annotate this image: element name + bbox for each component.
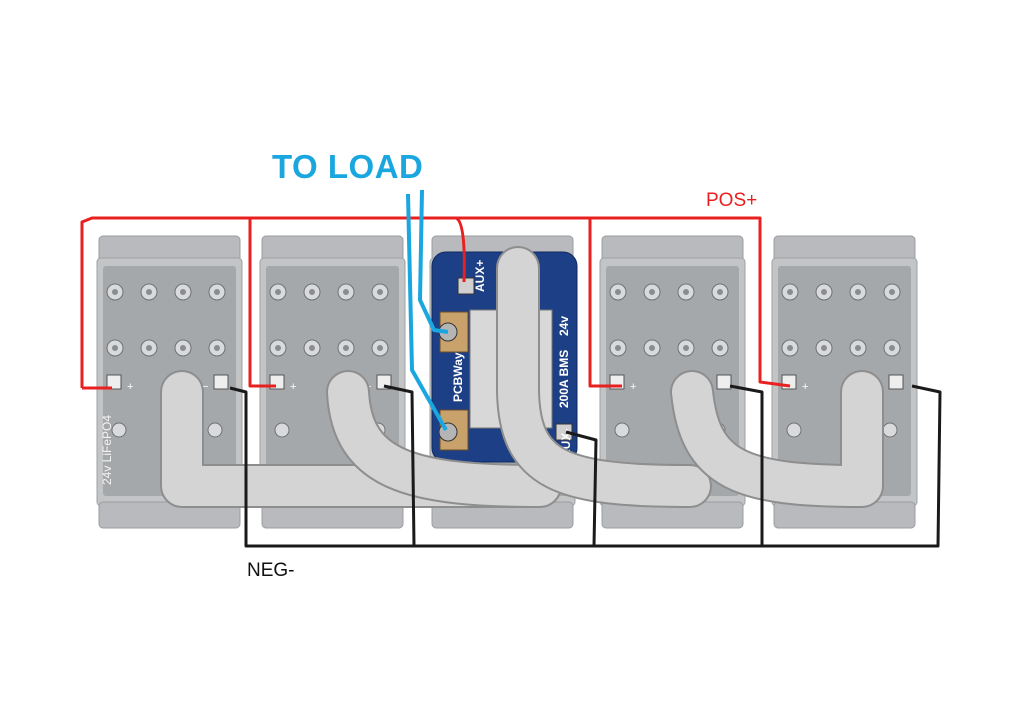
positive-bus-wire — [80, 216, 791, 388]
bolt — [786, 422, 802, 438]
bolt-center — [855, 289, 861, 295]
bolt-center — [275, 289, 281, 295]
bolt-center — [377, 289, 383, 295]
bolt-center — [821, 289, 827, 295]
pos-label: POS+ — [706, 190, 758, 211]
bolt-center — [180, 345, 186, 351]
negative-bus-wire — [229, 384, 942, 548]
bolt-center — [683, 345, 689, 351]
bolt-center — [146, 345, 152, 351]
flex-cable — [672, 372, 882, 506]
flex-cable — [328, 372, 560, 506]
positive-terminal-pad — [888, 374, 904, 390]
plus-sign: + — [630, 381, 636, 393]
bms-brand-text: PCBWay — [451, 352, 465, 402]
bolt-center — [855, 345, 861, 351]
bolt-center — [889, 289, 895, 295]
aux-minus-wire — [565, 430, 598, 547]
plus-sign: + — [127, 381, 133, 393]
plus-sign: + — [802, 381, 808, 393]
flex-cables — [160, 246, 884, 508]
bolt — [614, 422, 630, 438]
load-wire — [418, 189, 449, 334]
aux-plus-terminal — [457, 277, 475, 295]
bolt-center — [889, 345, 895, 351]
bolt-center — [787, 345, 793, 351]
bolt-center — [615, 289, 621, 295]
bolt-center — [214, 289, 220, 295]
bolt-center — [343, 345, 349, 351]
bms-rating-text: 200A BMS — [557, 350, 571, 408]
positive-drop-wire — [248, 218, 276, 388]
bolt-center — [112, 345, 118, 351]
bolt-center — [649, 289, 655, 295]
negative-terminal-pad — [106, 374, 122, 390]
bolt-center — [717, 289, 723, 295]
bolt-center — [146, 289, 152, 295]
bms-voltage-text: 24v — [557, 316, 571, 336]
bolt-center — [649, 345, 655, 351]
bolt — [111, 422, 127, 438]
bolt-center — [309, 289, 315, 295]
bolt — [882, 422, 898, 438]
bolt-center — [683, 289, 689, 295]
module-label: 24v LiFePO4 — [100, 415, 114, 485]
bolt-center — [112, 289, 118, 295]
positive-terminal-pad — [213, 374, 229, 390]
wiring — [80, 189, 942, 548]
bolt-center — [717, 345, 723, 351]
bolt — [274, 422, 290, 438]
bolt-center — [275, 345, 281, 351]
negative-drop-wire — [729, 384, 764, 546]
aux-plus-wire — [455, 216, 466, 283]
positive-drop-wire — [588, 218, 622, 388]
minus-sign: − — [202, 381, 208, 393]
bolt-center — [821, 345, 827, 351]
load-wire — [406, 193, 448, 431]
aux-plus-text: AUX+ — [473, 260, 487, 292]
aux-minus-terminal — [555, 423, 573, 441]
bolt-center — [343, 289, 349, 295]
plus-sign: + — [290, 381, 296, 393]
negative-drop-wire — [383, 384, 416, 547]
neg-label: NEG- — [247, 560, 295, 581]
positive-terminal-pad — [716, 374, 732, 390]
flex-cable — [498, 248, 710, 506]
bolt-center — [615, 345, 621, 351]
bolt-center — [214, 345, 220, 351]
bolt-center — [309, 345, 315, 351]
to-load-label: TO LOAD — [272, 148, 424, 185]
bolt — [207, 422, 223, 438]
bolt-center — [787, 289, 793, 295]
bolt-center — [180, 289, 186, 295]
bolt-center — [377, 345, 383, 351]
